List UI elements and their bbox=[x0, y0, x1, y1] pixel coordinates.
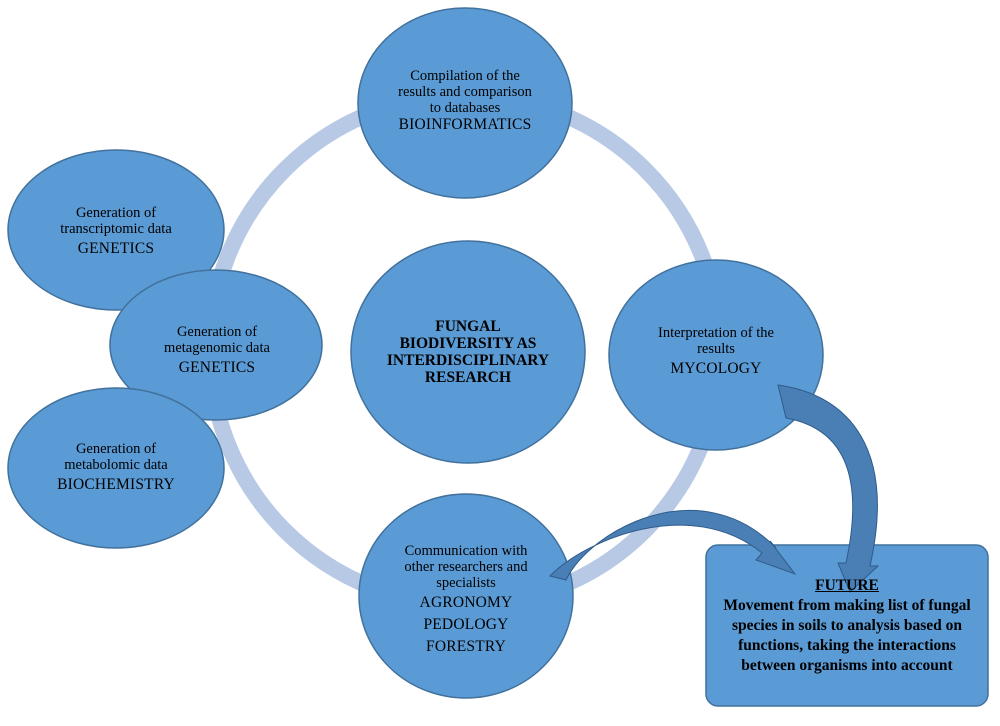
node-metagenomic: Generation of metagenomic data GENETICS bbox=[142, 315, 292, 385]
node-metagenomic-discipline: GENETICS bbox=[178, 359, 256, 376]
node-transcriptomic: Generation of transcriptomic data GENETI… bbox=[36, 196, 196, 266]
node-metagenomic-circle bbox=[109, 269, 323, 421]
center-circle bbox=[350, 240, 586, 464]
center-label: FUNGAL BIODIVERSITY AS INTERDISCIPLINARY… bbox=[365, 300, 571, 404]
node-metabolomic-circle bbox=[7, 387, 225, 549]
node-bioinformatics-circle bbox=[357, 7, 573, 199]
node-transcriptomic-text: Generation of transcriptomic data bbox=[60, 205, 172, 237]
node-metabolomic-discipline: BIOCHEMISTRY bbox=[57, 476, 175, 493]
center-line-2: BIODIVERSITY AS bbox=[399, 335, 537, 352]
node-metagenomic-text: Generation of metagenomic data bbox=[164, 324, 270, 356]
node-bioinformatics-text: Compilation of the results and compariso… bbox=[398, 67, 532, 116]
node-communication-discipline-3: FORESTRY bbox=[426, 638, 506, 655]
node-mycology: Interpretation of the results MYCOLOGY bbox=[636, 318, 796, 384]
arrow-mycology-to-future bbox=[777, 384, 880, 593]
node-transcriptomic-discipline: GENETICS bbox=[77, 240, 155, 257]
future-box-shape bbox=[705, 544, 989, 707]
node-metabolomic: Generation of metabolomic data BIOCHEMIS… bbox=[36, 432, 196, 502]
center-line-3: INTERDISCIPLINARY bbox=[386, 352, 550, 369]
future-title: FUTURE bbox=[815, 576, 879, 594]
arrow-communication-to-future bbox=[549, 510, 797, 581]
node-mycology-discipline: MYCOLOGY bbox=[670, 360, 762, 377]
node-bioinformatics-discipline: BIOINFORMATICS bbox=[398, 115, 532, 133]
node-communication-text: Communication with other researchers and… bbox=[404, 543, 528, 591]
future-text: Movement from making list of fungal spec… bbox=[723, 596, 971, 674]
node-communication-discipline-1: AGRONOMY bbox=[419, 594, 513, 611]
node-metabolomic-text: Generation of metabolomic data bbox=[64, 441, 168, 473]
node-communication-circle bbox=[358, 493, 574, 699]
center-line-1: FUNGAL bbox=[435, 318, 501, 335]
node-transcriptomic-circle bbox=[7, 149, 225, 311]
node-bioinformatics: Compilation of the results and compariso… bbox=[385, 48, 545, 152]
node-communication-discipline-2: PEDOLOGY bbox=[423, 616, 509, 633]
center-line-4: RESEARCH bbox=[424, 369, 512, 386]
node-mycology-text: Interpretation of the results bbox=[658, 325, 774, 357]
node-communication: Communication with other researchers and… bbox=[386, 536, 546, 662]
future-box: FUTURE Movement from making list of fung… bbox=[706, 545, 988, 706]
node-mycology-circle bbox=[608, 259, 824, 451]
